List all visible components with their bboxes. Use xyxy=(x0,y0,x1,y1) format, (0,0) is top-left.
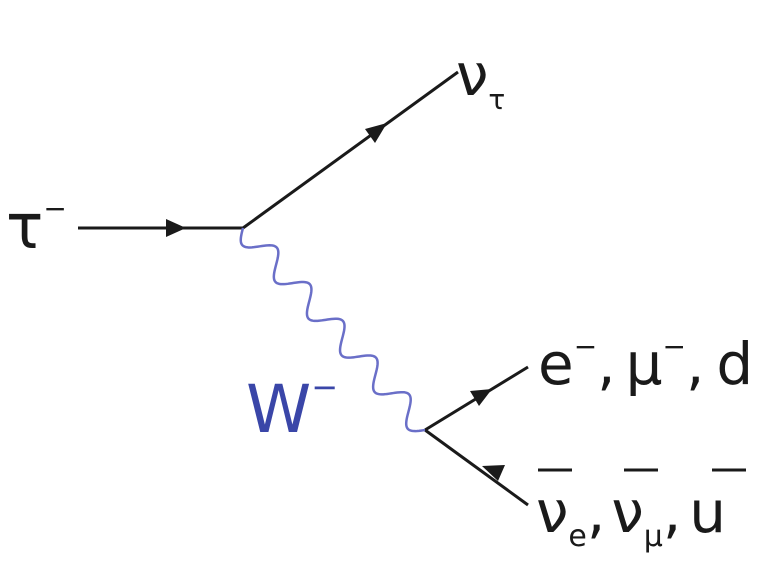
w-symbol: W xyxy=(246,371,311,448)
tau-symbol: τ xyxy=(6,190,43,263)
electron-charge: − xyxy=(574,330,597,363)
separator-4: , xyxy=(663,478,681,546)
nu-tau-subscript: τ xyxy=(488,83,505,116)
anti-nu-mu-subscript: μ xyxy=(644,519,663,554)
outgoing-antineutrino-line xyxy=(424,428,529,507)
nu-tau-symbol: ν xyxy=(456,41,488,109)
down-quark-symbol: d xyxy=(716,330,753,398)
separator-3: , xyxy=(587,478,605,546)
anti-nu-mu-symbol: ν xyxy=(611,478,643,546)
lepton-quark-label: e−,μ−,d xyxy=(538,330,753,398)
tau-label: τ− xyxy=(6,190,67,263)
outgoing-lepton-arrow xyxy=(470,389,492,406)
w-boson-label: W− xyxy=(246,368,338,448)
separator-2: , xyxy=(686,330,704,398)
separator-1: , xyxy=(597,330,615,398)
outgoing-nu-tau-line xyxy=(242,70,459,230)
outgoing-antineutrino-arrow xyxy=(482,465,505,481)
tau-charge: − xyxy=(43,192,66,225)
outgoing-nu-tau-arrow xyxy=(365,123,387,143)
w-boson-propagator xyxy=(239,227,426,433)
nu-tau-label: ντ xyxy=(456,41,505,116)
anti-up-quark-symbol: u xyxy=(689,478,726,546)
antineutrino-label: νe,νμ,u xyxy=(536,478,726,554)
electron-symbol: e xyxy=(538,330,574,398)
anti-nu-e-subscript: e xyxy=(568,519,586,554)
w-charge: − xyxy=(311,368,338,406)
anti-nu-e-symbol: ν xyxy=(536,478,568,546)
muon-charge: − xyxy=(663,330,686,363)
muon-symbol: μ xyxy=(626,330,663,398)
incoming-tau-arrow xyxy=(166,219,186,237)
